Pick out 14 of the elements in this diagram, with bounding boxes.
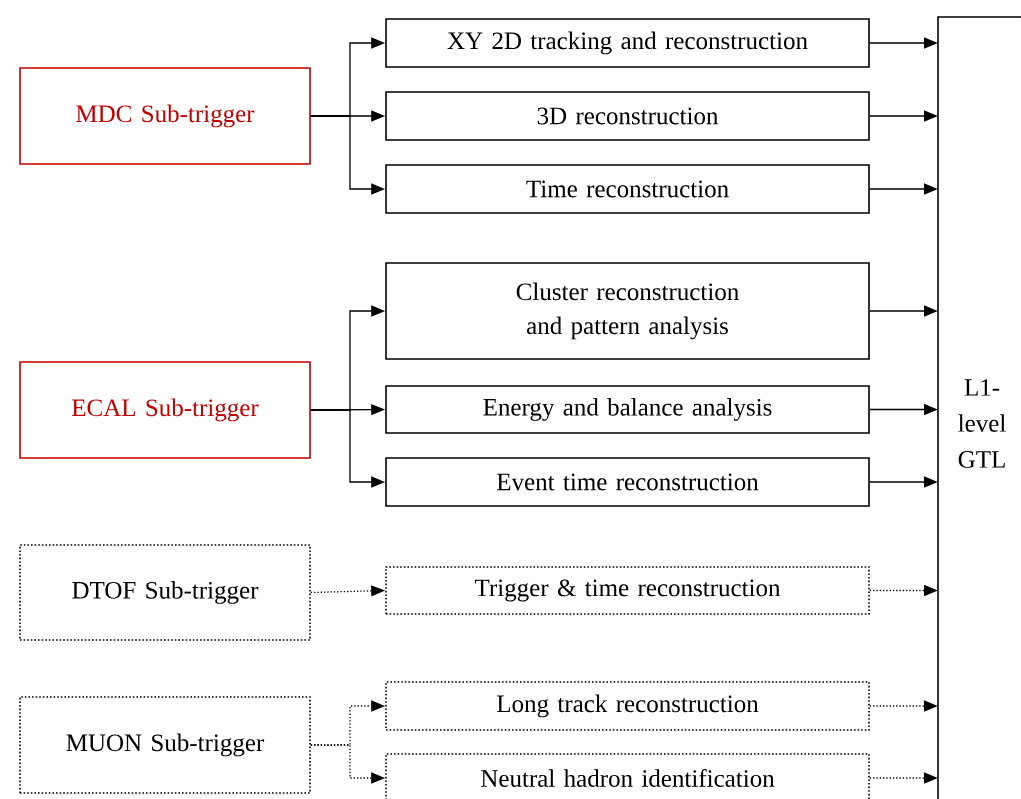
sub-trigger-box: Long track reconstruction (385, 681, 870, 731)
process-box: Time reconstruction (385, 164, 870, 214)
sub-trigger-box: MUON Sub-trigger (19, 696, 311, 794)
sub-trigger-box: DTOF Sub-trigger (19, 544, 311, 641)
sub-trigger-box: MDC Sub-trigger (19, 67, 311, 165)
sub-trigger-box: Neutral hadron identification (385, 753, 870, 799)
sub-trigger-box: Trigger & time reconstruction (385, 566, 870, 615)
process-box: XY 2D tracking and reconstruction (385, 18, 870, 68)
trigger-logic-box: L1- level GTL (937, 16, 1021, 799)
process-box: Event time reconstruction (385, 457, 870, 507)
process-box: Energy and balance analysis (385, 385, 870, 434)
sub-trigger-box: ECAL Sub-trigger (19, 361, 311, 459)
process-box: Cluster reconstruction and pattern analysis (385, 262, 870, 360)
process-box: 3D reconstruction (385, 91, 870, 141)
